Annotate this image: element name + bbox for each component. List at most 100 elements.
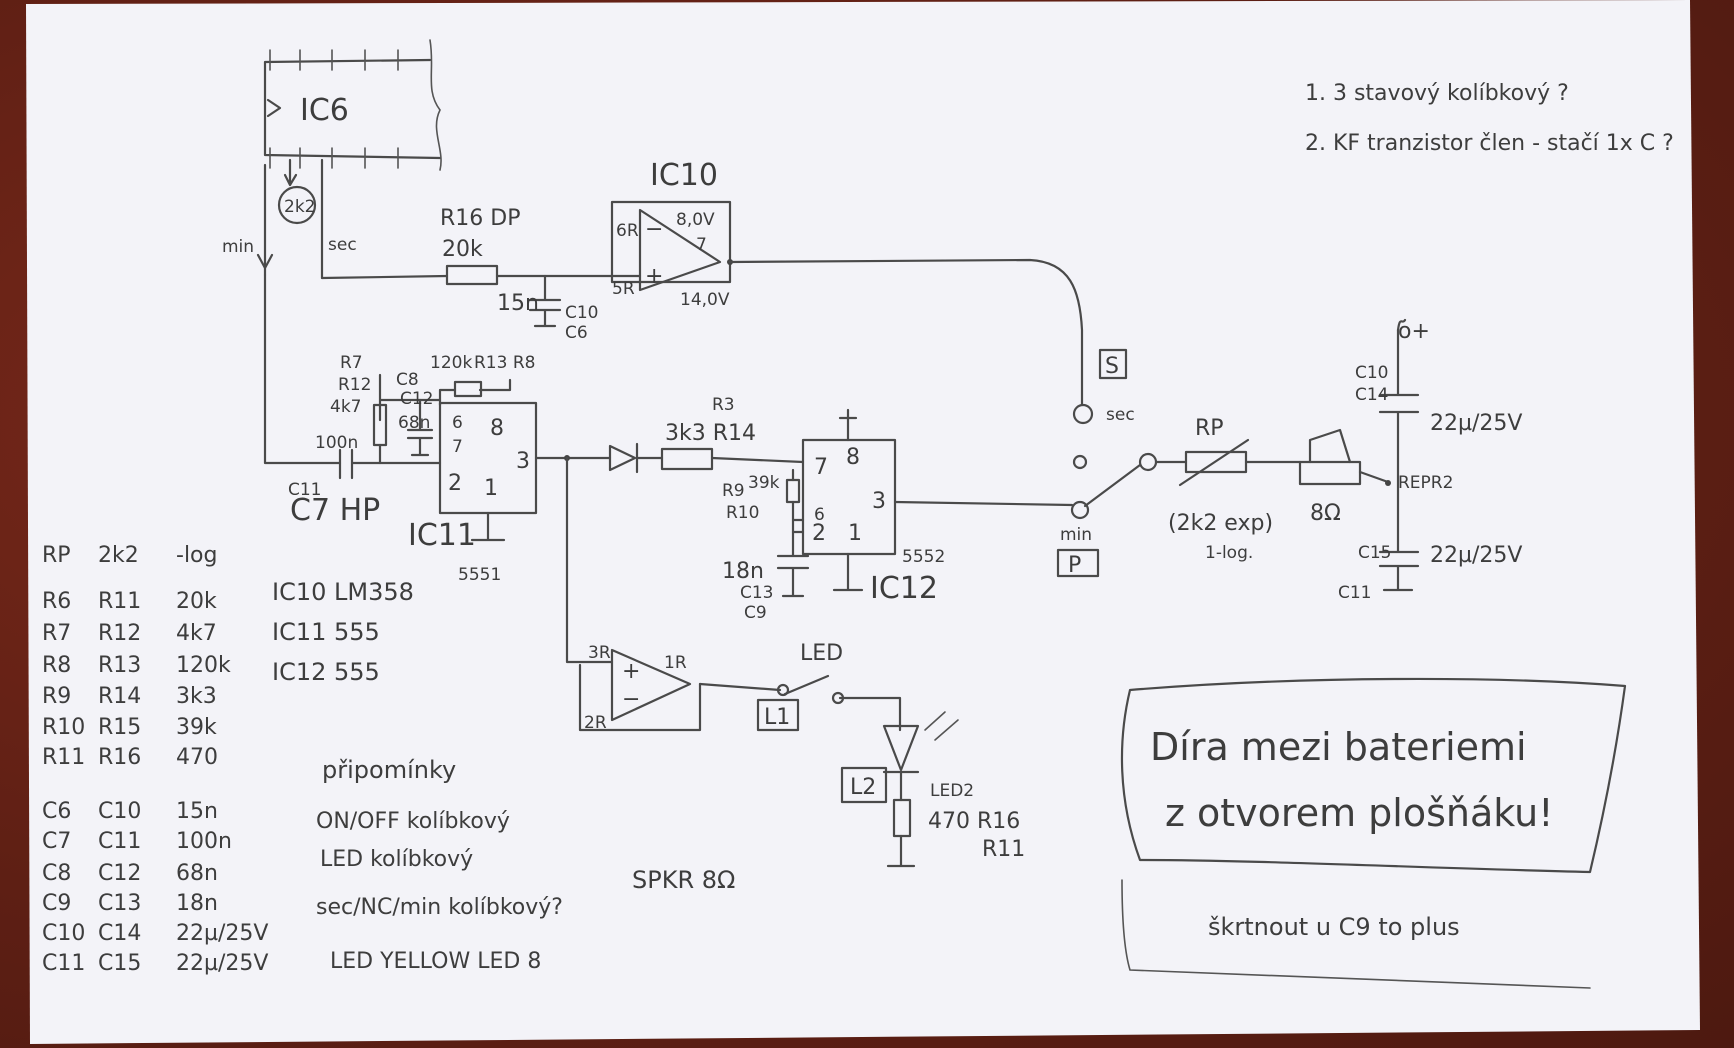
parts-list-cell: R12 bbox=[98, 621, 141, 646]
speaker-value: 8Ω bbox=[1310, 501, 1341, 526]
parts-list-cell: C11 bbox=[98, 829, 141, 854]
wire-r8 bbox=[438, 378, 512, 407]
parts-list-cell: C13 bbox=[98, 891, 141, 916]
r9-label: R9 bbox=[722, 481, 745, 501]
c8-label: C8 bbox=[396, 370, 419, 390]
top-note-1: 1. 3 stavový kolíbkový ? bbox=[1305, 81, 1569, 106]
wire-ic10-to-s bbox=[728, 258, 1084, 407]
bottom-note: škrtnout u C9 to plus bbox=[1208, 913, 1460, 941]
c14-label: C14 bbox=[1355, 385, 1389, 405]
top-note-2: 2. KF tranzistor člen - stačí 1x C ? bbox=[1305, 131, 1674, 156]
r7-label: R7 bbox=[340, 353, 363, 373]
wire-sec-label: sec bbox=[328, 235, 357, 255]
wire-min-to-ic11 bbox=[263, 273, 342, 465]
ic12-pin8: 8 bbox=[846, 445, 860, 470]
opamp2-minus-sign: − bbox=[622, 687, 640, 712]
ic6-block: IC6 2k2 min sec bbox=[222, 39, 442, 280]
ic10-plus-sign: + bbox=[645, 264, 663, 289]
l2-box bbox=[840, 766, 888, 804]
parts-list-cell: R14 bbox=[98, 684, 141, 709]
notes: připomínky ON/OFF kolíbkový LED kolíbkov… bbox=[316, 81, 1674, 974]
ic6-tap-value: 2k2 bbox=[284, 197, 315, 217]
c11-label: C11 bbox=[288, 480, 322, 500]
parts-list-cell: C6 bbox=[42, 799, 71, 824]
opamp2-pin-out: 1R bbox=[664, 653, 687, 673]
r-led-value: 470 R16 bbox=[928, 809, 1020, 834]
c11b-label: C11 bbox=[1338, 583, 1372, 603]
c13-label: C13 bbox=[740, 583, 774, 603]
parts-list-cell: C14 bbox=[98, 921, 141, 946]
rp-value: (2k2 exp) bbox=[1168, 511, 1273, 536]
ic-list-item: IC11 555 bbox=[272, 618, 380, 646]
ic11-pin7: 7 bbox=[452, 437, 463, 457]
parts-list-cell: RP bbox=[42, 543, 71, 568]
ic10-pin-plus: 5R bbox=[612, 279, 635, 299]
parts-list-cell: R11 bbox=[98, 589, 141, 614]
ic11-pin6: 6 bbox=[452, 413, 463, 433]
l1-label: L1 bbox=[764, 705, 790, 730]
led2-label: LED2 bbox=[930, 781, 974, 801]
parts-list-cell: R9 bbox=[42, 684, 71, 709]
capacitor-c7 bbox=[338, 448, 442, 480]
parts-list-cell: R11 bbox=[42, 745, 85, 770]
ic6-label: IC6 bbox=[300, 93, 349, 128]
speaker-label: REPR2 bbox=[1398, 473, 1453, 493]
capacitor-c6: 15n C10 C6 bbox=[497, 274, 599, 343]
capacitor-c10-c14: o+ C10 C14 22µ/25V C15 C11 22µ/25V bbox=[1338, 318, 1522, 603]
ic10-opamp: IC10 6R 5R 7 8,0V 14,0V − + bbox=[610, 158, 733, 310]
opamp2: 3R 2R 1R + − bbox=[578, 643, 702, 733]
r13-r8-label: R13 R8 bbox=[474, 353, 535, 373]
led-label: LED bbox=[800, 641, 843, 666]
ic-list-item: IC12 555 bbox=[272, 658, 380, 686]
r7-resistor bbox=[372, 403, 388, 447]
r8-resistor bbox=[453, 380, 483, 398]
ic-list-item: IC10 LM358 bbox=[272, 578, 414, 606]
c10b-label: C10 bbox=[1355, 363, 1389, 383]
parts-list-cell: 22µ/25V bbox=[176, 921, 268, 946]
parts-list-cell: C15 bbox=[98, 951, 141, 976]
parts-list-cell: R10 bbox=[42, 715, 85, 740]
ic11-pin8: 8 bbox=[490, 416, 504, 441]
rp-log: 1-log. bbox=[1205, 543, 1253, 563]
ic11-pin3: 3 bbox=[516, 449, 530, 474]
ic-list: IC10 LM358 IC11 555 IC12 555 bbox=[272, 578, 414, 686]
parts-list-cell: R16 bbox=[98, 745, 141, 770]
c7-label: C7 HP bbox=[290, 493, 380, 528]
capacitor-c8 bbox=[406, 398, 434, 457]
r8-value: 120k bbox=[430, 353, 472, 373]
c10b-value: 22µ/25V bbox=[1430, 411, 1522, 436]
parts-list-cell: R15 bbox=[98, 715, 141, 740]
ic10-label: IC10 bbox=[650, 158, 718, 193]
parts-list-cell: 20k bbox=[176, 589, 217, 614]
opamp2-plus-sign: + bbox=[622, 659, 640, 684]
parts-list-cell: 2k2 bbox=[98, 543, 139, 568]
parts-list-cell: 3k3 bbox=[176, 684, 217, 709]
parts-list-cell: C12 bbox=[98, 861, 141, 886]
parts-list-cell: C8 bbox=[42, 861, 71, 886]
note-line: ON/OFF kolíbkový bbox=[316, 809, 510, 834]
l2-label: L2 bbox=[850, 775, 876, 800]
spkr-note: SPKR 8Ω bbox=[632, 866, 735, 894]
c10-label: C10 bbox=[565, 303, 599, 323]
parts-list-cell: 22µ/25V bbox=[176, 951, 268, 976]
parts-list-cell: C10 bbox=[98, 799, 141, 824]
parts-list-cell: R8 bbox=[42, 653, 71, 678]
speaker-repr2: 8Ω REPR2 bbox=[1298, 428, 1453, 526]
boxed-note: Díra mezi bateriemi z otvorem plošňáku! … bbox=[1120, 677, 1627, 989]
note-line: LED YELLOW LED 8 bbox=[330, 949, 541, 974]
wire-min-label: min bbox=[222, 237, 254, 257]
ic12-555: 7 8 6 2 1 3 IC12 5552 bbox=[801, 408, 945, 606]
parts-list-cell: -log bbox=[176, 543, 217, 568]
switch-s-label: S bbox=[1105, 354, 1119, 379]
parts-list-cell: 15n bbox=[176, 799, 218, 824]
c12-label: C12 bbox=[400, 389, 434, 409]
ic10-v-bot: 14,0V bbox=[680, 290, 730, 310]
ic10-pin-out: 7 bbox=[696, 235, 707, 255]
parts-list-cell: 4k7 bbox=[176, 621, 217, 646]
ic10-minus-sign: − bbox=[645, 217, 663, 242]
ic11-label: IC11 bbox=[408, 518, 476, 553]
ic12-pin6: 6 bbox=[814, 505, 825, 525]
parts-list-cell: 18n bbox=[176, 891, 218, 916]
boxed-note-line1: Díra mezi bateriemi bbox=[1150, 725, 1527, 769]
